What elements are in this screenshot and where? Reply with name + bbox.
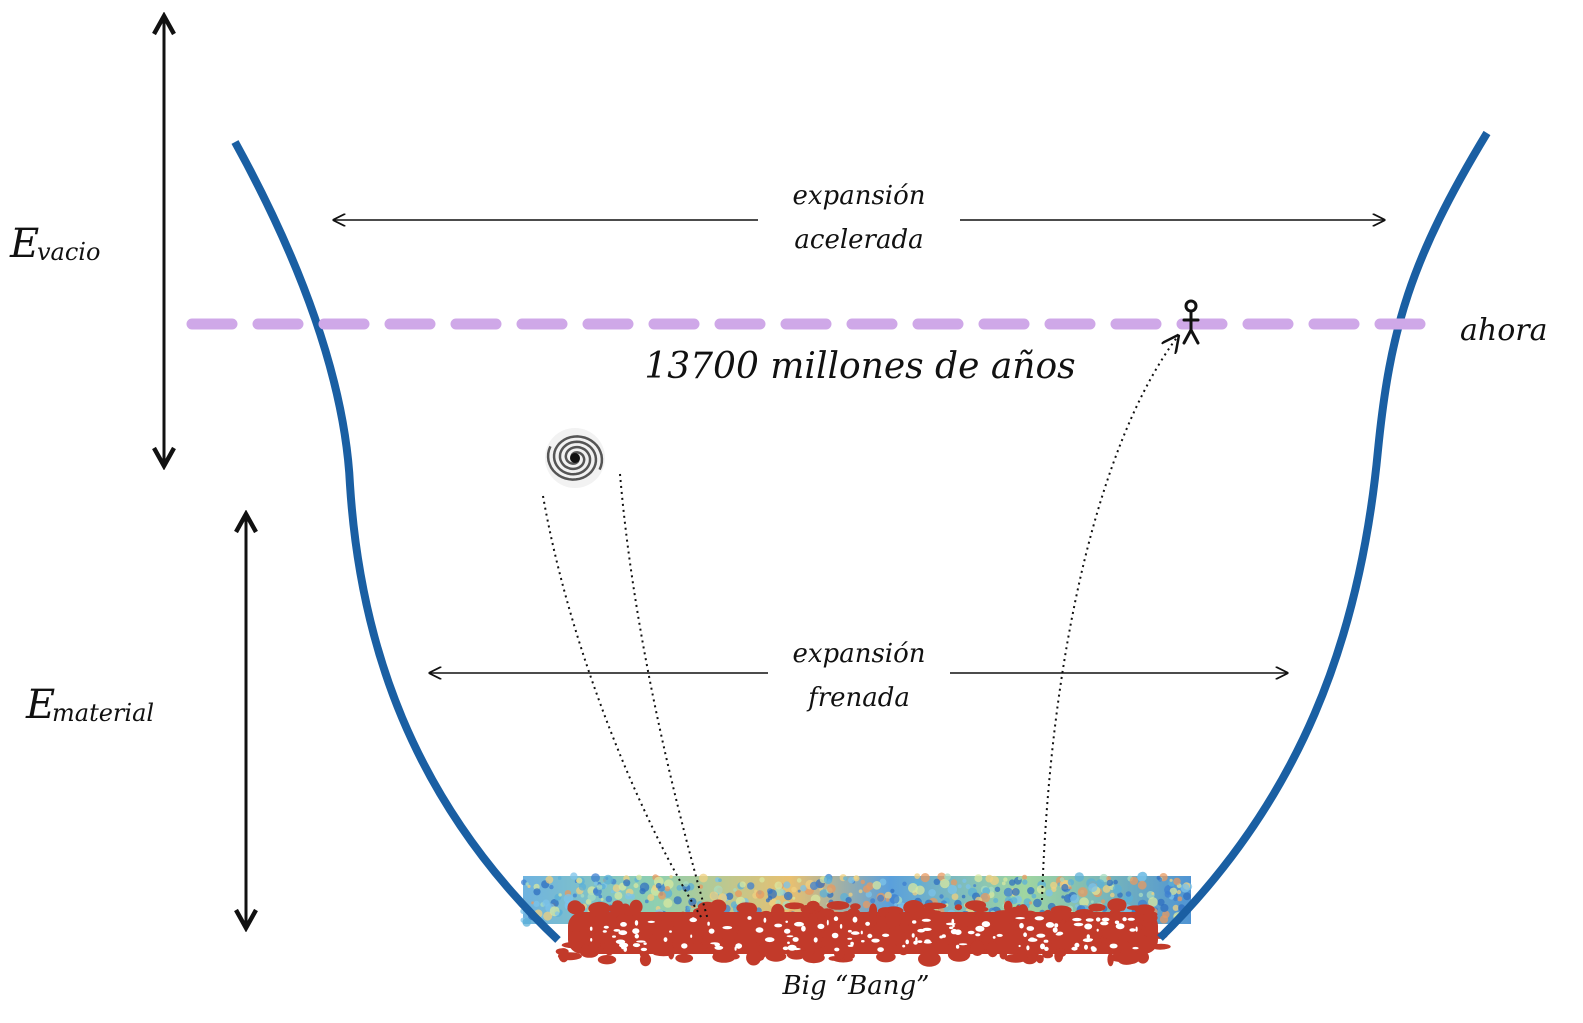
- observer-lightpath: [1041, 336, 1178, 901]
- age-label: 13700 millones de años: [644, 346, 1075, 387]
- decel-label-line1: expansión: [793, 639, 926, 669]
- e-vacio-symbol: E: [9, 221, 39, 267]
- e-material-symbol: E: [25, 682, 55, 728]
- big-bang-band: [555, 898, 1171, 967]
- big-bang-label: Big “Bang”: [782, 971, 930, 1001]
- accel-label-line1: expansión: [793, 181, 926, 211]
- e-material-subscript: material: [52, 699, 154, 727]
- galaxy-lightpath-2: [619, 473, 709, 921]
- accel-label-line2: acelerada: [794, 225, 923, 255]
- now-label: ahora: [1460, 313, 1548, 348]
- galaxy-lightpath-1: [542, 495, 704, 921]
- e-vacio-subscript: vacio: [37, 238, 100, 266]
- universe-boundary-right: [1157, 130, 1491, 941]
- spiral-galaxy-icon: [545, 428, 605, 488]
- decel-label-line2: frenada: [806, 683, 910, 713]
- universe-boundary-left: [231, 140, 561, 943]
- stick-figure-icon: [1182, 299, 1200, 345]
